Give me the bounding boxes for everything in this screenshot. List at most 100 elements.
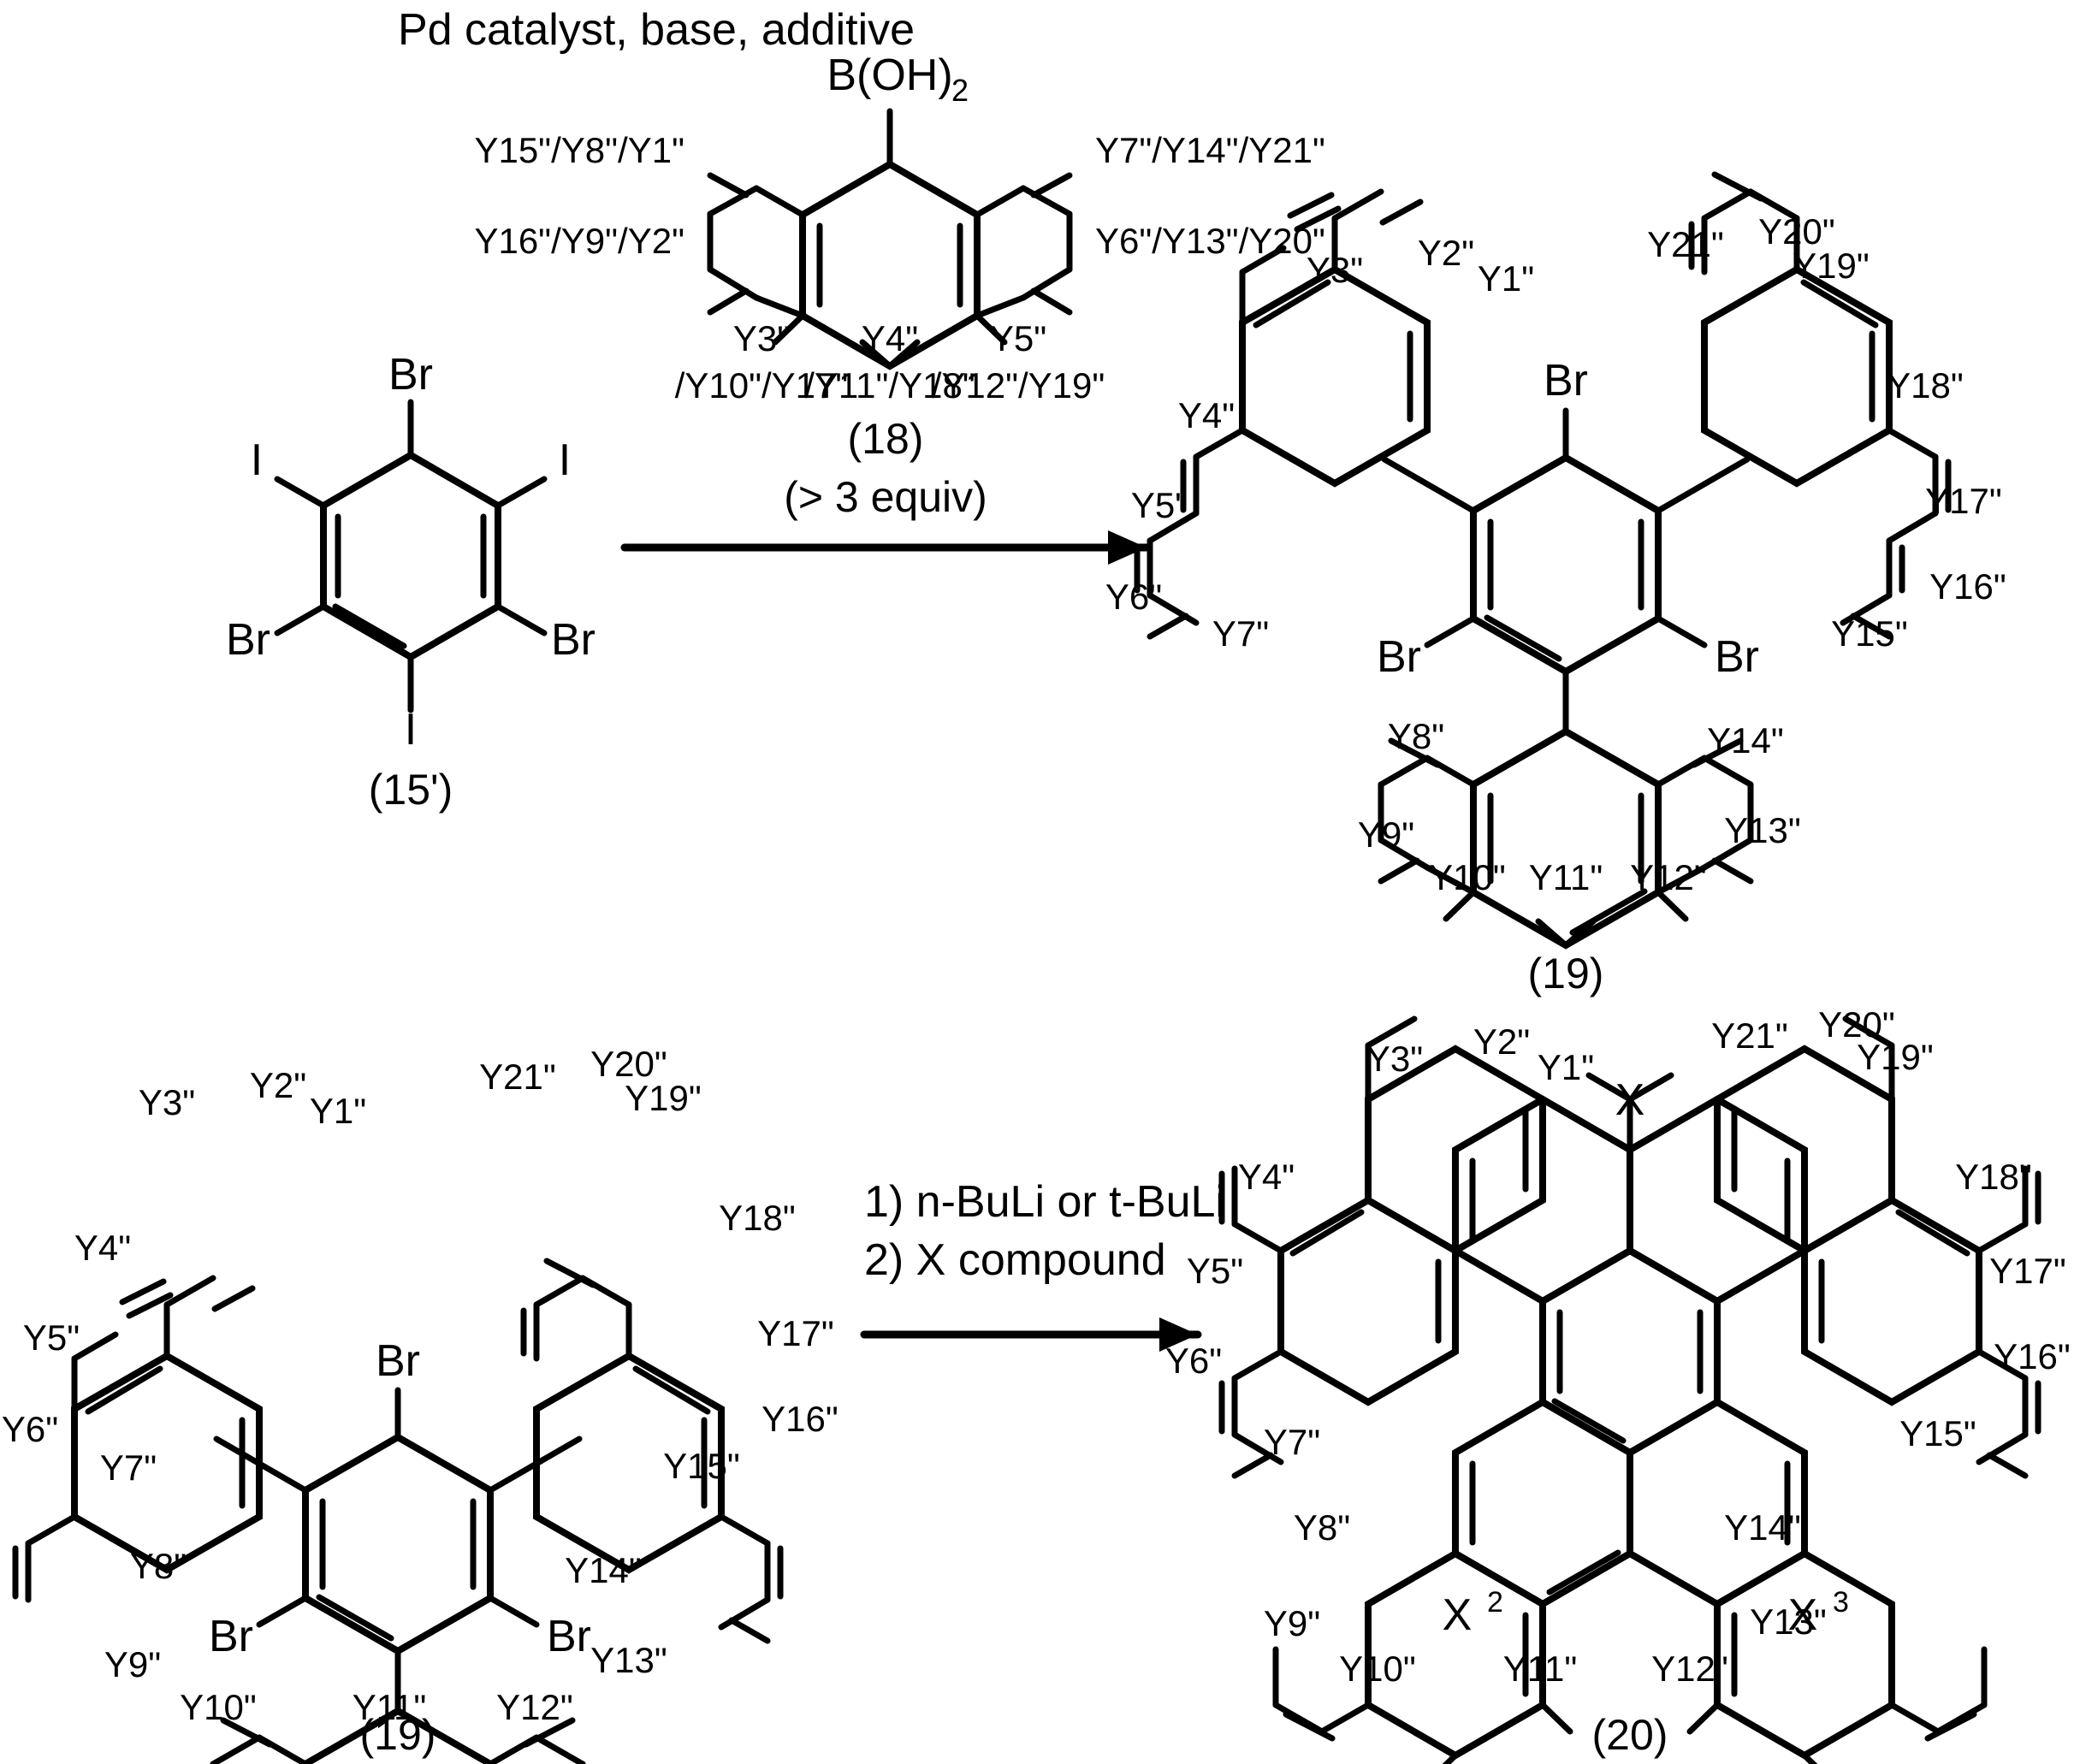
structure-19-top-labels: Y2" Y3" Y1" Y4" Y5" Y6" Y7" Y21" Y20" Y1… [1105,211,2006,997]
label-y9-20: Y9" [1264,1603,1320,1643]
label-y18-20: Y18" [1955,1157,2032,1197]
label-y19-19b: Y19" [625,1078,702,1118]
label-y4-20: Y4" [1238,1157,1295,1197]
label-x3-20: X [1788,1590,1818,1640]
label-y9-19b: Y9" [104,1644,161,1684]
label-y15-19b: Y15" [663,1446,740,1486]
label-y1-19b: Y1" [310,1091,366,1131]
reagent-number-18: (18) [848,415,924,463]
label-y19-20: Y19" [1857,1037,1934,1077]
label-y18-19t: Y18" [1887,365,1964,405]
label-y14-20: Y14" [1724,1507,1801,1548]
label-y10-20: Y10" [1339,1649,1416,1689]
label-y20-20: Y20" [1818,1004,1895,1045]
label-y2-20: Y2" [1473,1021,1530,1062]
structure-19-top [1134,171,1952,950]
label-y3-20: Y3" [1366,1039,1423,1079]
label-y5-19b: Y5" [23,1317,80,1358]
label-y8-19b: Y8" [130,1546,187,1586]
reaction-arrow-2 [860,1317,1202,1352]
label-y12-19t: Y12" [1630,857,1707,897]
label-y2-19b: Y2" [250,1065,306,1105]
label-y20-19b: Y20" [590,1044,667,1084]
label-y5-19t: Y5" [1131,485,1188,525]
reagent-label-y11-y18: /Y11"/Y18" [804,365,975,405]
label-y16-19b: Y16" [761,1399,838,1439]
compound-label-15prime: (15') [369,766,453,814]
label-x2-superscript: 2 [1487,1586,1503,1619]
substituent-i-left-upper: I [251,435,263,485]
substituent-br-left-lower: Br [226,615,270,665]
label-y14-19t: Y14" [1707,720,1784,761]
reagent-label-y12-y19: /Y12"/Y19" [932,365,1105,405]
label-y3-19b: Y3" [139,1082,195,1122]
bond-lines [12,108,2041,1764]
x-heteroatom-2: X 2 [1443,1586,1503,1640]
label-y21-19t: Y21" [1647,224,1724,264]
label-y1-20: Y1" [1538,1047,1594,1087]
x-heteroatom-3: X 3 [1788,1586,1849,1640]
label-y21-19b: Y21" [479,1057,556,1097]
reaction2-step2: 2) X compound [864,1235,1166,1285]
label-y6-19t: Y6" [1105,577,1162,617]
label-y16-20: Y16" [1994,1336,2071,1376]
br-19t-right: Br [1715,632,1759,682]
boronic-acid-label: B(OH) 2 [827,50,969,108]
label-y6-19b: Y6" [2,1409,58,1449]
boronic-acid-formula: B(OH) [827,50,952,100]
label-y10-19t: Y10" [1429,857,1506,897]
label-y5-20: Y5" [1187,1251,1243,1291]
boronic-acid-subscript: 2 [951,73,969,108]
label-y8-19t: Y8" [1388,716,1444,756]
label-y7-19b: Y7" [100,1447,157,1488]
label-y7-20: Y7" [1264,1422,1320,1462]
structure-18 [707,108,1073,370]
label-y6-20: Y6" [1165,1341,1222,1381]
label-y17-19b: Y17" [757,1313,834,1353]
reaction2-step1: 1) n-BuLi or t-BuLi [864,1177,1225,1227]
label-x2-20: X [1443,1590,1473,1640]
label-x1-20: X [1615,1075,1645,1125]
br-19b-right: Br [547,1612,591,1661]
label-y19-19t: Y19" [1793,246,1870,286]
label-y12-20: Y12" [1651,1649,1728,1689]
label-x3-superscript: 3 [1833,1586,1849,1619]
label-y15-20: Y15" [1899,1413,1976,1453]
reaction-arrow-1 [620,530,1151,565]
compound-label-19-bottom: (19) [360,1711,436,1759]
label-y16-19t: Y16" [1929,566,2006,607]
br-19t-top: Br [1544,356,1588,405]
substituent-i-bottom: I [405,705,417,755]
reagent-label-y3: Y3" [733,318,790,358]
label-y4-19t: Y4" [1178,395,1235,435]
label-y13-19t: Y13" [1724,810,1801,850]
reagent-label-right-top: Y7"/Y14"/Y21" [1095,130,1325,170]
label-y1-19t: Y1" [1478,258,1534,299]
label-y17-20: Y17" [1989,1251,2066,1291]
reagent-label-left-mid: Y16"/Y9"/Y2" [474,221,684,261]
x-heteroatom-1: X [1615,1075,1645,1125]
label-y4-19b: Y4" [74,1228,131,1268]
structure-19-bottom-labels: Y2" Y3" Y1" Y4" Y5" Y6" Y7" Y21" Y20" Y1… [2,1044,838,1759]
label-y13-19b: Y13" [590,1640,667,1680]
reagent-label-y5: Y5" [990,318,1046,358]
br-19t-left: Br [1377,632,1421,682]
label-y18-19b: Y18" [719,1198,796,1238]
compound-label-19-top: (19) [1528,950,1604,997]
label-y20-19t: Y20" [1758,211,1835,252]
label-y11-20: Y11" [1503,1649,1578,1689]
label-y14-19b: Y14" [565,1550,642,1590]
structure-19-bottom [12,1258,784,1764]
label-y21-20: Y21" [1711,1015,1788,1056]
label-y10-19b: Y10" [180,1687,257,1727]
reagent-equivalents: (> 3 equiv) [784,473,987,521]
label-y15-19t: Y15" [1831,613,1908,654]
reagent-label-left-top: Y15"/Y8"/Y1" [474,130,684,170]
compound-label-20: (20) [1592,1711,1668,1759]
label-y3-19t: Y3" [1307,250,1363,290]
label-y12-19b: Y12" [496,1687,573,1727]
label-y11-19t: Y11" [1529,857,1603,897]
